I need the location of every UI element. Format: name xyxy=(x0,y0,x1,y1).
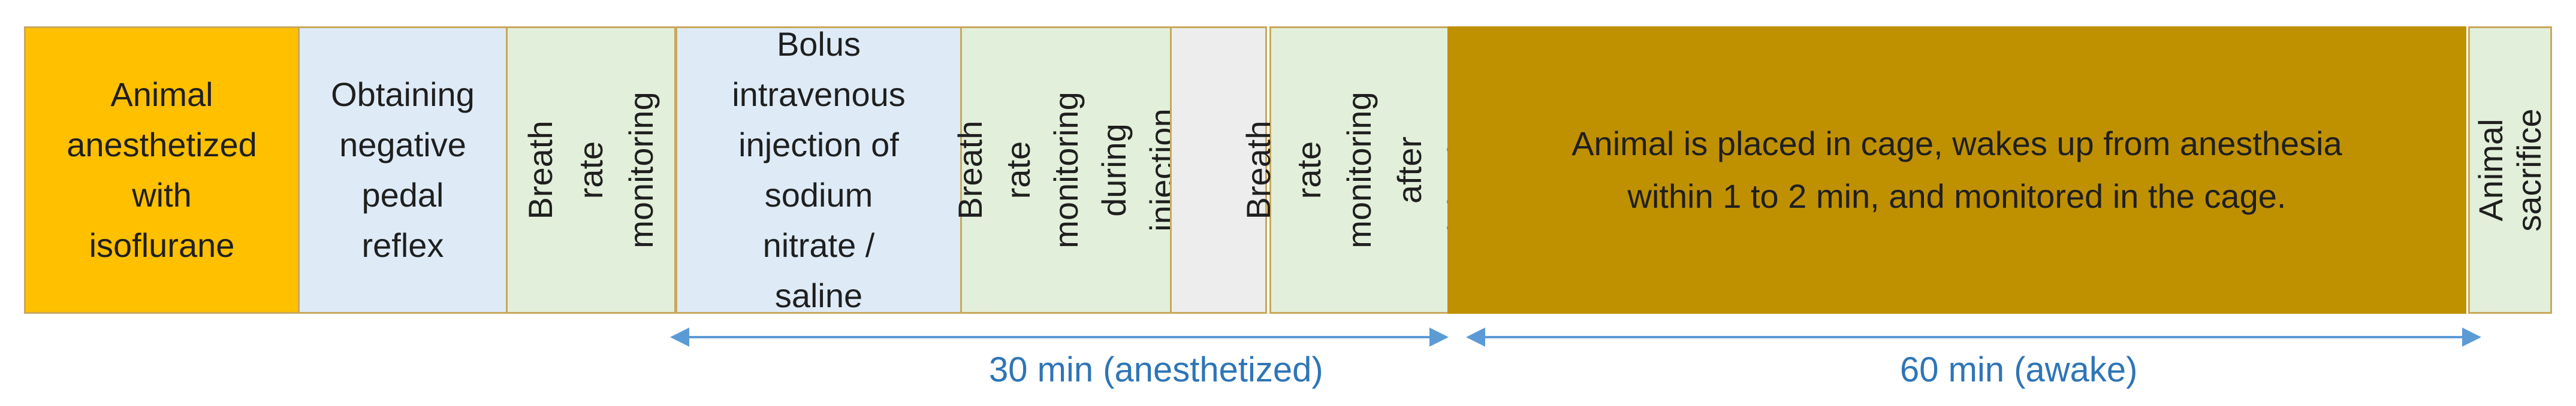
step-bolus-injection: Bolus intravenous injection of sodium ni… xyxy=(675,25,962,314)
step-animal-in-cage: Animal is placed in cage, wakes up from … xyxy=(1447,26,2466,314)
awake-span-label: 60 min (awake) xyxy=(1900,350,2138,389)
step-pedal-reflex: Obtaining negative pedal reflex xyxy=(298,26,508,314)
step-animal-anesthetized-label: Animal anesthetized with isoflurane xyxy=(67,75,257,264)
step-animal-sacrifice: Animal sacrifice xyxy=(2468,26,2552,314)
step-animal-in-cage-label: Animal is placed in cage, wakes up from … xyxy=(1571,125,2342,215)
step-gap xyxy=(1170,26,1267,314)
step-breath-rate-during-injection: Breath rate monitoring during injection xyxy=(951,26,1181,314)
step-breath-rate-after-injection: Breath rate monitoring after injection xyxy=(1239,26,1479,314)
step-animal-anesthetized: Animal anesthetized with isoflurane xyxy=(24,26,300,314)
step-pedal-reflex-label: Obtaining negative pedal reflex xyxy=(331,75,475,264)
anesthetized-span-label: 30 min (anesthetized) xyxy=(989,350,1323,389)
step-breath-rate-monitoring: Breath rate monitoring xyxy=(506,26,676,314)
step-bolus-injection-label: Bolus intravenous injection of sodium ni… xyxy=(732,25,906,314)
